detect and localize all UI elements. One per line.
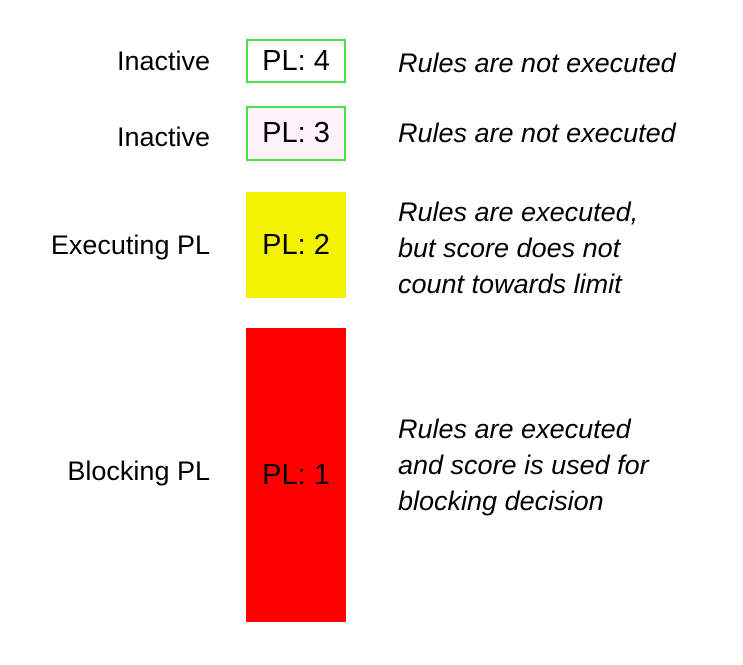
paranoia-level-box-pl2: PL: 2 [246,192,346,298]
row-description-pl3: Rules are not executed [398,118,676,148]
paranoia-level-box-pl3: PL: 3 [246,106,346,161]
row-label-executing-pl: Executing PL [50,230,210,260]
row-description-pl4: Rules are not executed [398,48,676,78]
paranoia-level-box-pl1: PL: 1 [246,328,346,622]
row-description-pl2: Rules are executed, but score does not c… [398,197,639,299]
row-label-inactive-pl4: Inactive [116,46,210,76]
row-label-blocking-pl: Blocking PL [67,456,210,486]
paranoia-level-box-pl4: PL: 4 [246,39,346,83]
row-label-inactive-pl3: Inactive [116,122,210,152]
row-description-pl1: Rules are executed and score is used for… [398,414,649,516]
